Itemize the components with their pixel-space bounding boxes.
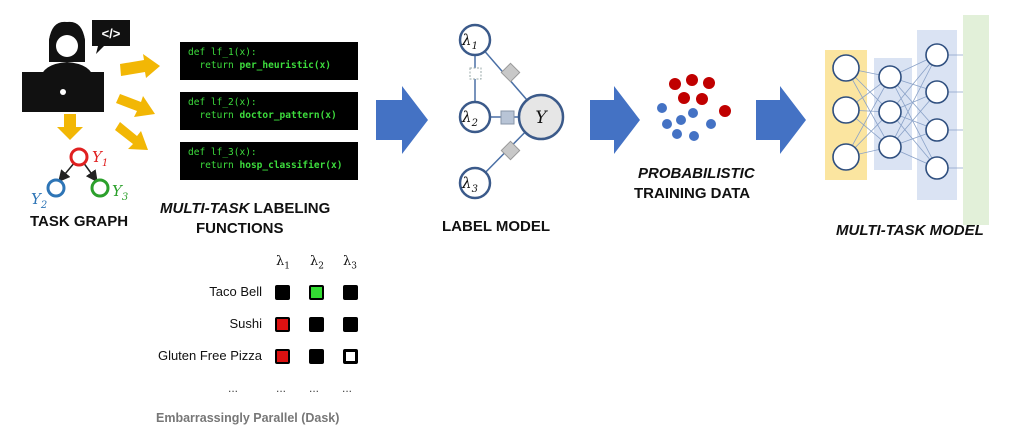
- matrix-row-label: Sushi: [229, 316, 262, 331]
- matrix-ellipsis: ...: [276, 381, 287, 395]
- lambda-node-1: [458, 23, 492, 57]
- svg-text:Y: Y: [535, 108, 548, 128]
- output-layer-bg: [963, 15, 989, 225]
- matrix-cell-black: [309, 349, 324, 364]
- y-node: [517, 93, 565, 141]
- task-node-root: [69, 147, 89, 167]
- matrix-footer: Embarrassingly Parallel (Dask): [156, 411, 340, 425]
- probabilistic-dots: [657, 74, 731, 141]
- down-arrow: [57, 114, 83, 140]
- matrix-row-label: Gluten Free Pizza: [157, 348, 262, 363]
- task-graph: Y1 Y2 Y3: [31, 147, 128, 211]
- matrix-header-lambda-1: λ1: [276, 254, 290, 272]
- labeling-function-3: def lf_3(x): return hosp_classifier(x): [180, 142, 358, 180]
- labeling-function-2: def lf_2(x): return doctor_pattern(x): [180, 92, 358, 130]
- user-laptop-icon: [22, 21, 104, 112]
- matrix-cell-black: [309, 317, 324, 332]
- matrix-header-lambda-2: λ2: [310, 254, 324, 272]
- code-bubble-icon: </>: [92, 20, 130, 54]
- arrow-to-multitask-model: [756, 86, 806, 154]
- task-label-left: Y2: [31, 190, 47, 211]
- matrix-row-label: Taco Bell: [209, 284, 262, 299]
- arrow-to-training-data: [590, 86, 640, 154]
- label-model-graph: λ1 λ2 λ3 Y: [458, 23, 565, 200]
- lambda-node-2: [458, 100, 492, 134]
- arrow-to-label-model: [376, 86, 428, 154]
- lf-title-line1: MULTI-TASK LABELING: [160, 200, 331, 217]
- lf-arrows: [115, 54, 160, 150]
- factor-diamond-2: [500, 140, 521, 161]
- matrix-header-lambda-3: λ3: [343, 254, 357, 272]
- matrix-ellipsis: ...: [342, 381, 353, 395]
- code-tag: </>: [102, 26, 121, 41]
- task-graph-label: TASK GRAPH: [30, 213, 129, 230]
- matrix-cell-red: [275, 349, 290, 364]
- lambda-node-3: [458, 166, 492, 200]
- label-model-label: LABEL MODEL: [442, 218, 551, 235]
- multitask-model-label: MULTI-TASK MODEL: [836, 222, 984, 239]
- task-label-root: Y1: [92, 148, 108, 169]
- training-data-label: TRAINING DATA: [634, 185, 751, 202]
- probabilistic-label: PROBABILISTIC: [638, 165, 755, 182]
- task-node-right: [90, 178, 110, 198]
- matrix-cell-black: [275, 285, 290, 300]
- svg-text:λ1: λ1: [461, 31, 478, 52]
- lf-title-line2: FUNCTIONS: [196, 220, 284, 237]
- matrix-cell-black: [343, 285, 358, 300]
- matrix-cell-green: [309, 285, 324, 300]
- factor-square: [500, 110, 515, 125]
- matrix-ellipsis: ...: [228, 381, 239, 395]
- factor-diamond-1: [500, 62, 521, 83]
- matrix-cell-red: [275, 317, 290, 332]
- svg-text:λ2: λ2: [461, 108, 478, 129]
- labeling-function-1: def lf_1(x): return per_heuristic(x): [180, 42, 358, 80]
- matrix-ellipsis: ...: [309, 381, 320, 395]
- matrix-cell-black: [343, 317, 358, 332]
- factor-dashed: [469, 67, 482, 80]
- task-node-left: [46, 178, 66, 198]
- matrix-cell-empty: [343, 349, 358, 364]
- task-label-right: Y3: [112, 182, 128, 203]
- flow-arrows: [376, 86, 806, 154]
- svg-text:λ3: λ3: [461, 174, 478, 195]
- multitask-network: [825, 15, 989, 225]
